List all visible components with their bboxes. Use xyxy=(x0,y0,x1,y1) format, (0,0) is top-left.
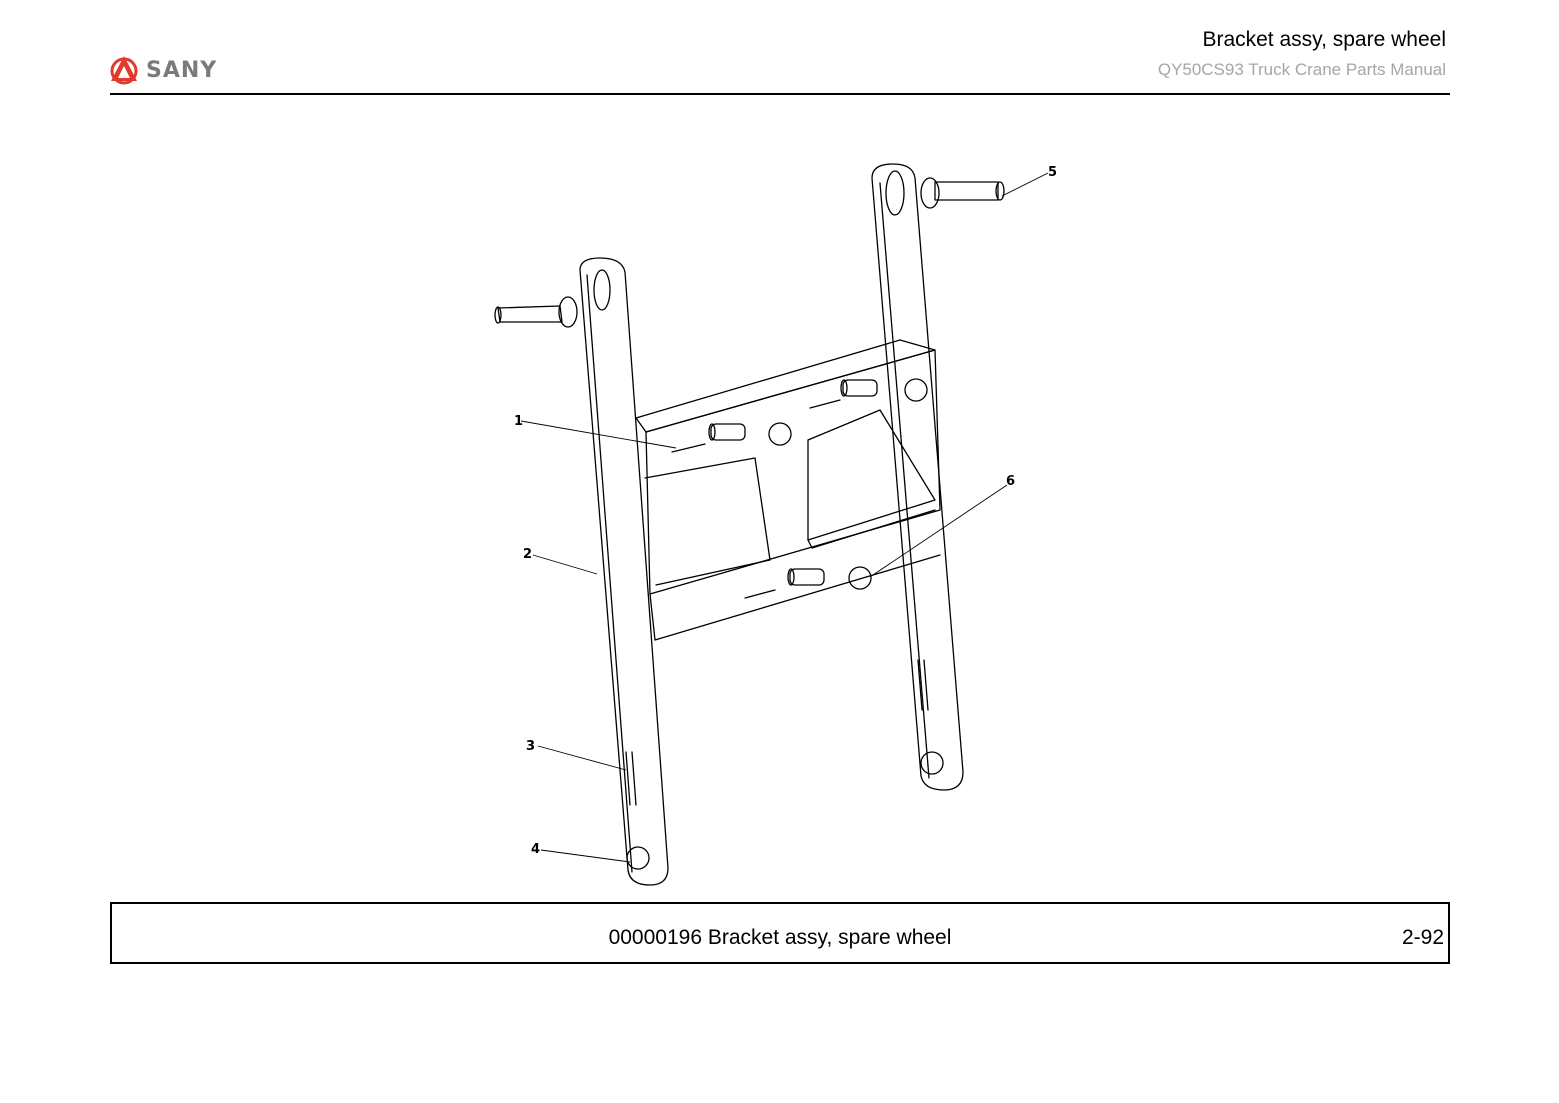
header-rule xyxy=(110,93,1450,95)
left-upright-bar xyxy=(579,257,669,886)
bolt-set-1 xyxy=(671,422,792,453)
callout-5: 5 xyxy=(1048,165,1057,180)
bolt-set-3 xyxy=(744,566,872,599)
page-title: Bracket assy, spare wheel xyxy=(1202,28,1446,51)
callout-1: 1 xyxy=(514,414,523,429)
callout-6: 6 xyxy=(1006,474,1015,489)
upper-pin-left xyxy=(494,296,578,328)
lower-pin-right xyxy=(917,659,944,775)
figure-caption: 00000196 Bracket assy, spare wheel xyxy=(608,926,952,949)
bolt-set-2 xyxy=(809,378,928,409)
upper-pin-right xyxy=(920,177,1005,209)
cross-plate xyxy=(635,339,941,641)
logo-text: SANY xyxy=(146,57,218,83)
manual-subtitle: QY50CS93 Truck Crane Parts Manual xyxy=(1157,60,1446,79)
lower-pin-left xyxy=(625,751,650,870)
sany-logo: SANY xyxy=(108,52,217,88)
callout-4: 4 xyxy=(531,842,540,857)
callout-2: 2 xyxy=(523,547,532,562)
caption-box: 00000196 Bracket assy, spare wheel 2-92 xyxy=(110,902,1450,964)
exploded-parts-drawing: 1 2 3 4 5 6 xyxy=(494,163,1057,886)
page-number: 2-92 xyxy=(1401,926,1444,949)
callout-3: 3 xyxy=(526,739,535,754)
sany-logo-icon xyxy=(110,56,138,85)
right-upright-bar xyxy=(871,163,964,791)
